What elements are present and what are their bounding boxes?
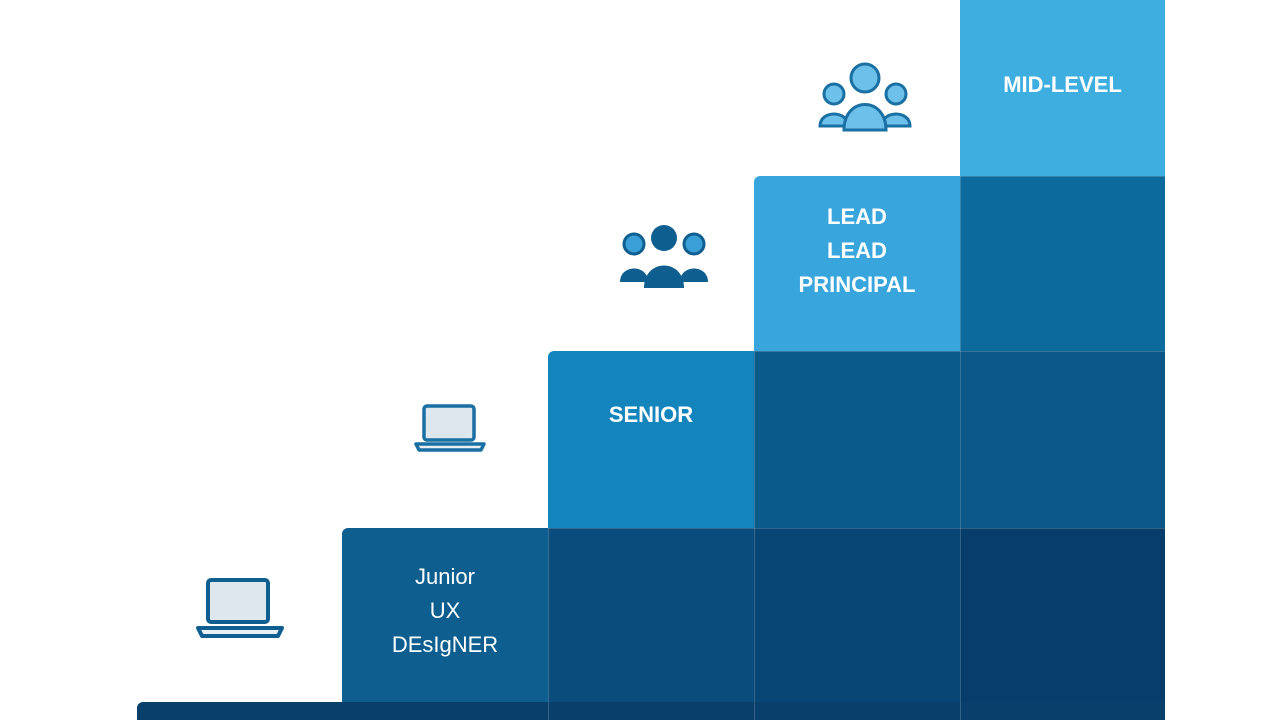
grid-vertical-1 — [548, 528, 549, 720]
grid-horizontal-3 — [960, 176, 1165, 177]
step-2-block — [548, 351, 754, 528]
laptop-icon — [196, 578, 284, 645]
step-1-label: Junior UX DEsIgNER — [391, 564, 499, 657]
step-2-label: SENIOR — [608, 402, 694, 427]
step-3-body-low — [754, 528, 960, 702]
grid-horizontal-1 — [548, 528, 1165, 529]
grid-vertical-2 — [754, 351, 755, 720]
step-4-block — [960, 0, 1165, 176]
laptop-icon — [414, 404, 486, 459]
step-4-body-mid — [960, 351, 1165, 528]
step-4-body-top — [960, 176, 1165, 351]
step-3-label: LEAD LEAD PRINCIPAL — [798, 204, 916, 297]
step-4-label: MID-LEVEL — [1003, 72, 1122, 97]
step-4-body-low — [960, 528, 1165, 702]
step-2-body — [548, 528, 754, 702]
step-3-body-mid — [754, 351, 960, 528]
base-strip — [137, 702, 1165, 720]
step-1-block — [342, 528, 548, 702]
step-3-block — [754, 176, 960, 351]
grid-vertical-3 — [960, 176, 961, 720]
team-icon — [618, 222, 710, 295]
team-icon — [816, 60, 914, 139]
grid-horizontal-2 — [754, 351, 1165, 352]
